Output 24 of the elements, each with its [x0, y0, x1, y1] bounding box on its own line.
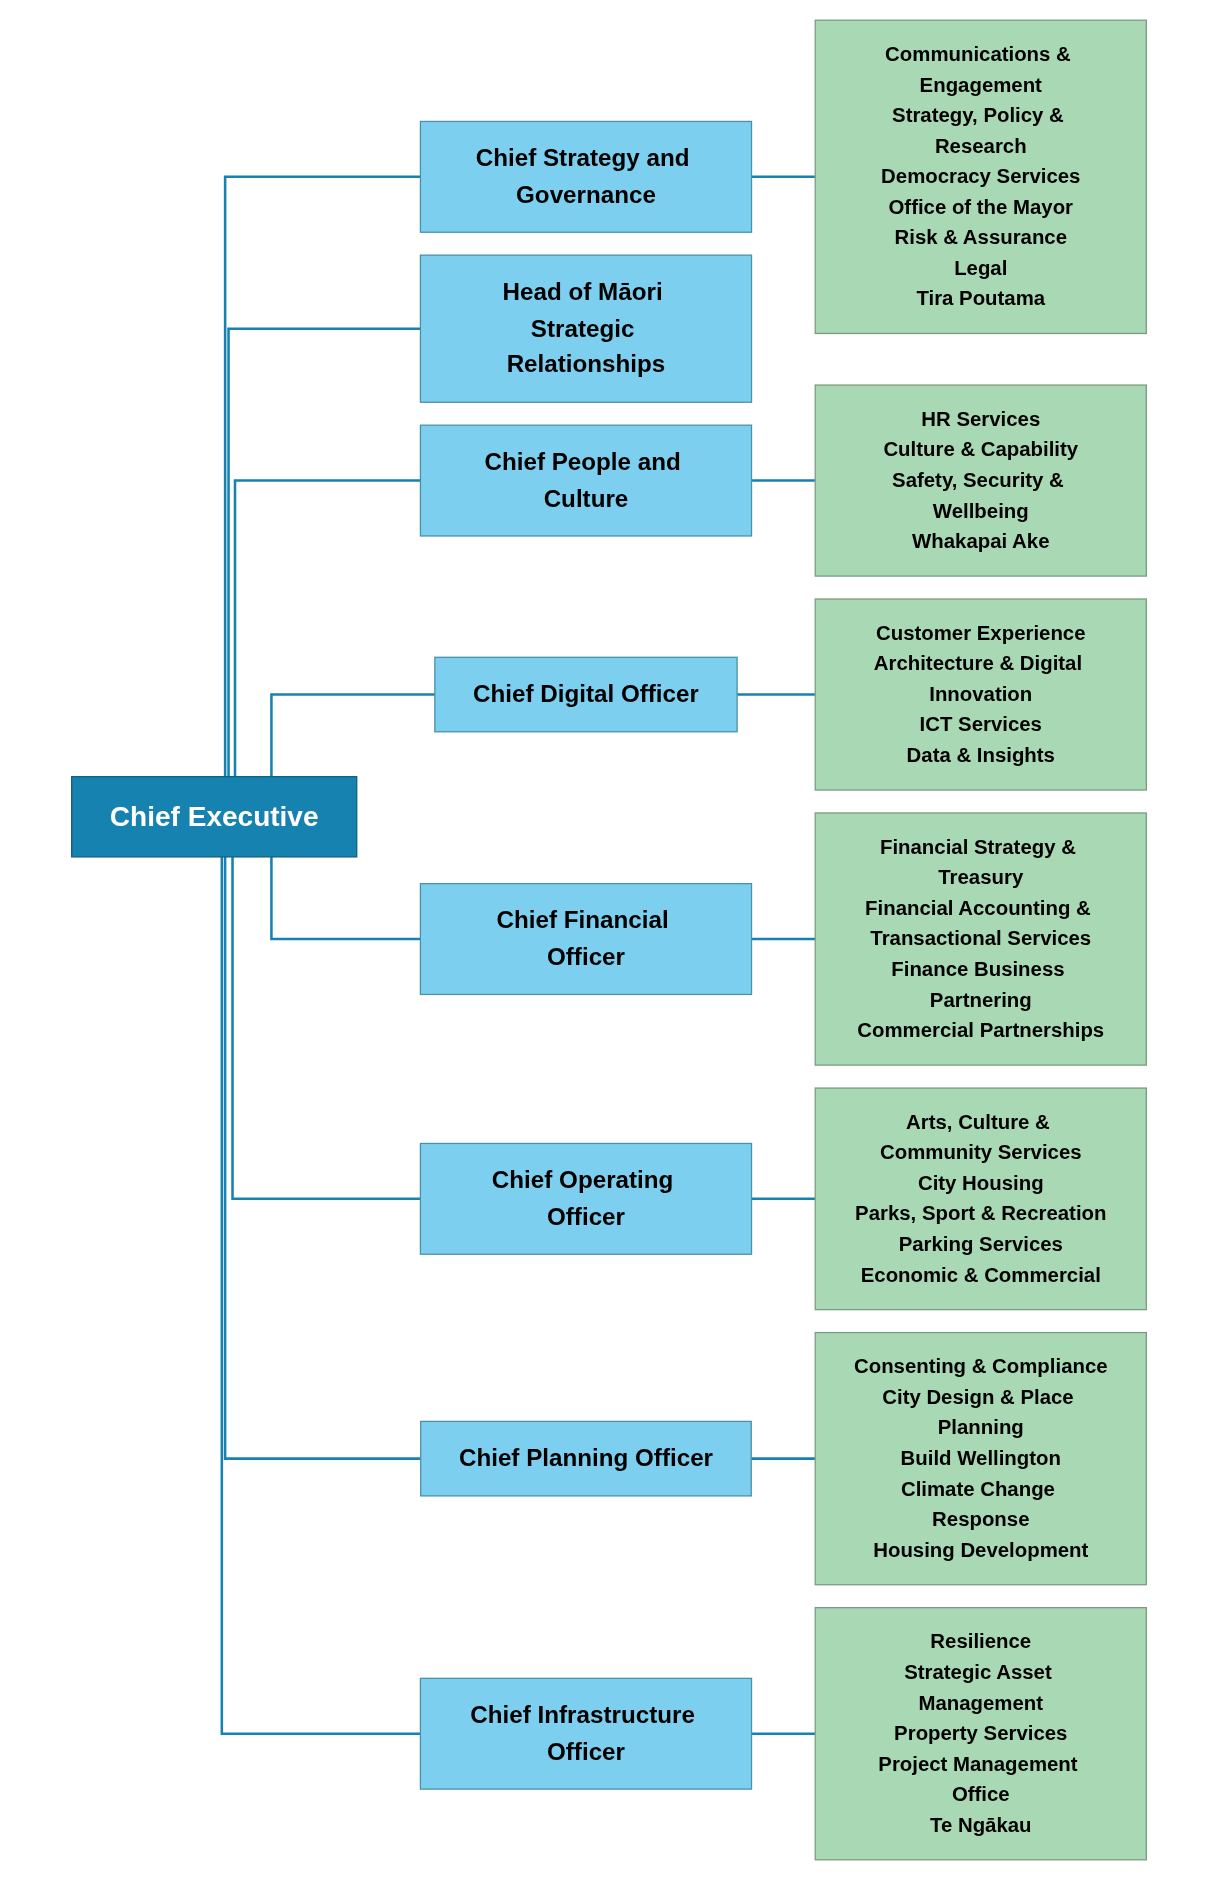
node-box: Consenting & Compliance City Design & Place Planning Build Wellington Climate Change Response Housing Development [814, 1331, 1147, 1585]
node-box: Chief People and Culture [419, 424, 753, 537]
connector [223, 175, 421, 777]
connector [270, 692, 435, 777]
node-box: Resilience Strategic Asset Management Property Services Project Management Office Te Ngākau [814, 1606, 1147, 1860]
node-box: Chief Infrastructure Officer [419, 1677, 753, 1790]
connector [270, 856, 421, 940]
node-box: Chief Executive [71, 775, 358, 858]
node-box: Chief Digital Officer [434, 656, 738, 732]
node-box: Arts, Culture & Community Services City Housing Parks, Sport & Recreation Parking Services Economic & Commercial [814, 1086, 1147, 1310]
node-box: Financial Strategy & Treasury Financial Accounting & Transactional Services Finance Business Partnering Commercial Partnerships [814, 811, 1147, 1066]
node-box: Chief Strategy and Governance [419, 120, 753, 233]
node-box: Chief Operating Officer [419, 1142, 753, 1255]
connector [220, 856, 421, 1735]
node-box: Chief Financial Officer [419, 882, 753, 995]
connector [223, 856, 421, 1460]
node-box: Head of Māori Strategic Relationships [419, 254, 753, 403]
node-box: Customer Experience Architecture & Digital Innovation ICT Services Data & Insights [814, 597, 1147, 791]
node-box: Communications & Engagement Strategy, Policy & Research Democracy Services Office of the Mayor Risk & Assurance Legal Tira Poutama [814, 19, 1147, 334]
connector [233, 478, 421, 777]
connector [227, 326, 421, 777]
node-box: Chief Planning Officer [420, 1420, 752, 1497]
node-box: HR Services Culture & Capability Safety, Security & Wellbeing Whakapai Ake [814, 383, 1147, 577]
connector [231, 856, 421, 1200]
